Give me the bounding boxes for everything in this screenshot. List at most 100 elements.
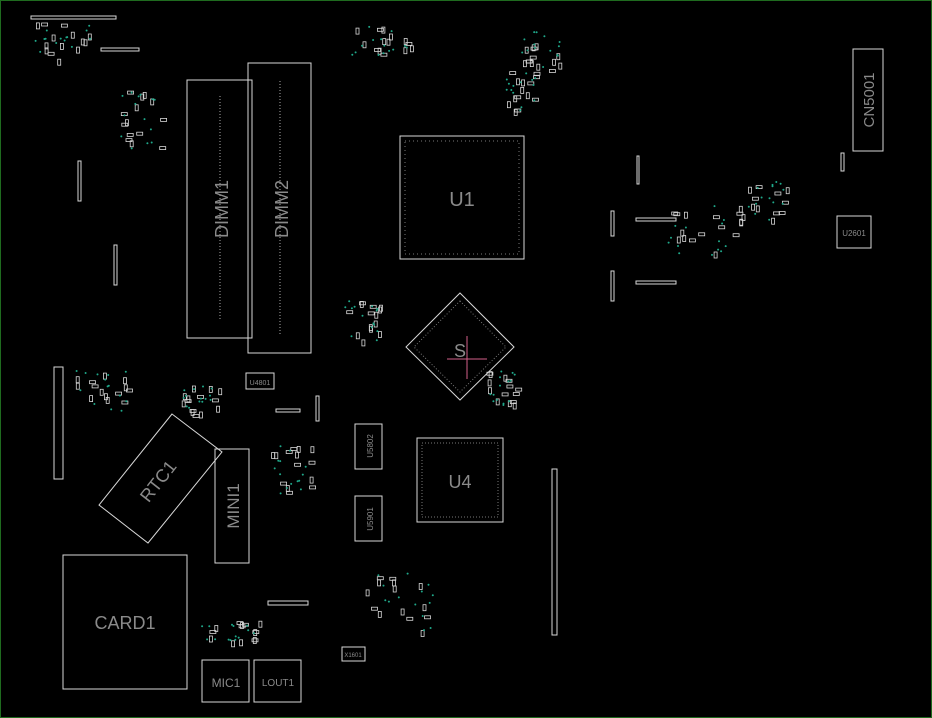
via (296, 480, 299, 483)
pad (512, 402, 517, 410)
component-dimm2[interactable] (247, 62, 312, 354)
via (188, 406, 191, 409)
component-rtc1[interactable] (98, 413, 223, 544)
via (151, 98, 154, 101)
via (214, 638, 217, 641)
pad (374, 311, 379, 319)
via (75, 370, 78, 372)
via (768, 218, 771, 221)
pad (521, 79, 525, 87)
via (246, 624, 249, 627)
label-u4801: U4801 (250, 380, 271, 387)
via (285, 487, 288, 489)
via (209, 394, 211, 397)
label-u5901: U5901 (366, 507, 375, 531)
component-u2601[interactable] (836, 215, 872, 249)
via (533, 99, 536, 102)
via (542, 66, 545, 68)
pad (420, 630, 425, 637)
via (229, 639, 232, 642)
component-lout1[interactable] (253, 659, 302, 703)
pad (533, 71, 541, 76)
pad (238, 624, 246, 629)
via (193, 388, 196, 391)
via (768, 197, 771, 200)
pad (134, 104, 139, 112)
component-cn5001[interactable] (852, 48, 884, 152)
via (120, 135, 123, 138)
pad (123, 384, 128, 392)
label-u5802: U5802 (366, 434, 375, 458)
pad (513, 109, 518, 116)
via (427, 583, 430, 586)
right-connector[interactable] (551, 468, 558, 636)
component-sj[interactable] (405, 292, 515, 401)
via (406, 572, 409, 575)
pad (36, 22, 40, 30)
pad (75, 382, 80, 390)
via (771, 185, 774, 188)
via (499, 376, 501, 379)
pad (379, 304, 383, 312)
via (376, 307, 379, 310)
via (754, 212, 757, 215)
component-u1[interactable] (399, 135, 525, 260)
component-u4[interactable] (416, 437, 504, 523)
u1-bga-grid (404, 140, 520, 255)
via (720, 250, 723, 253)
label-u2601: U2601 (842, 229, 866, 238)
component-dimm1[interactable] (186, 79, 253, 339)
pad (741, 214, 746, 222)
pad (218, 388, 223, 396)
via (125, 400, 128, 403)
via (532, 84, 535, 86)
via (301, 473, 304, 476)
pad (258, 620, 263, 628)
left-connector[interactable] (53, 366, 64, 480)
via (370, 326, 373, 329)
pad (41, 22, 48, 27)
component-u4801[interactable] (245, 372, 275, 390)
via (718, 240, 720, 243)
pad (121, 122, 129, 127)
via (489, 393, 492, 396)
component-u5802[interactable] (354, 423, 383, 470)
via (502, 402, 505, 405)
pad (251, 638, 259, 643)
via (182, 396, 185, 399)
via (376, 330, 379, 333)
via (183, 389, 186, 392)
component-card1[interactable] (62, 554, 188, 690)
component-x1601[interactable] (341, 646, 366, 662)
pad (377, 331, 382, 338)
via (382, 52, 385, 55)
pad (377, 579, 382, 587)
via (85, 29, 88, 32)
via (772, 201, 775, 204)
via (184, 394, 187, 397)
pad (529, 55, 537, 60)
via (124, 370, 127, 373)
pad (516, 78, 520, 86)
label-mini1: MINI1 (224, 483, 243, 528)
via (89, 37, 92, 40)
pad (382, 38, 387, 45)
pad (252, 637, 257, 644)
via (344, 306, 347, 309)
pad (680, 229, 685, 237)
via (423, 629, 425, 632)
pad (755, 205, 760, 213)
via (110, 408, 113, 411)
component-mini1[interactable] (214, 448, 250, 564)
via (721, 222, 724, 225)
via (431, 594, 434, 597)
component-mic1[interactable] (201, 659, 250, 703)
component-u5901[interactable] (354, 495, 383, 542)
label-card1: CARD1 (94, 613, 155, 633)
via (377, 574, 380, 577)
pad (191, 385, 196, 393)
label-sj: S (454, 341, 466, 361)
via (670, 236, 672, 239)
